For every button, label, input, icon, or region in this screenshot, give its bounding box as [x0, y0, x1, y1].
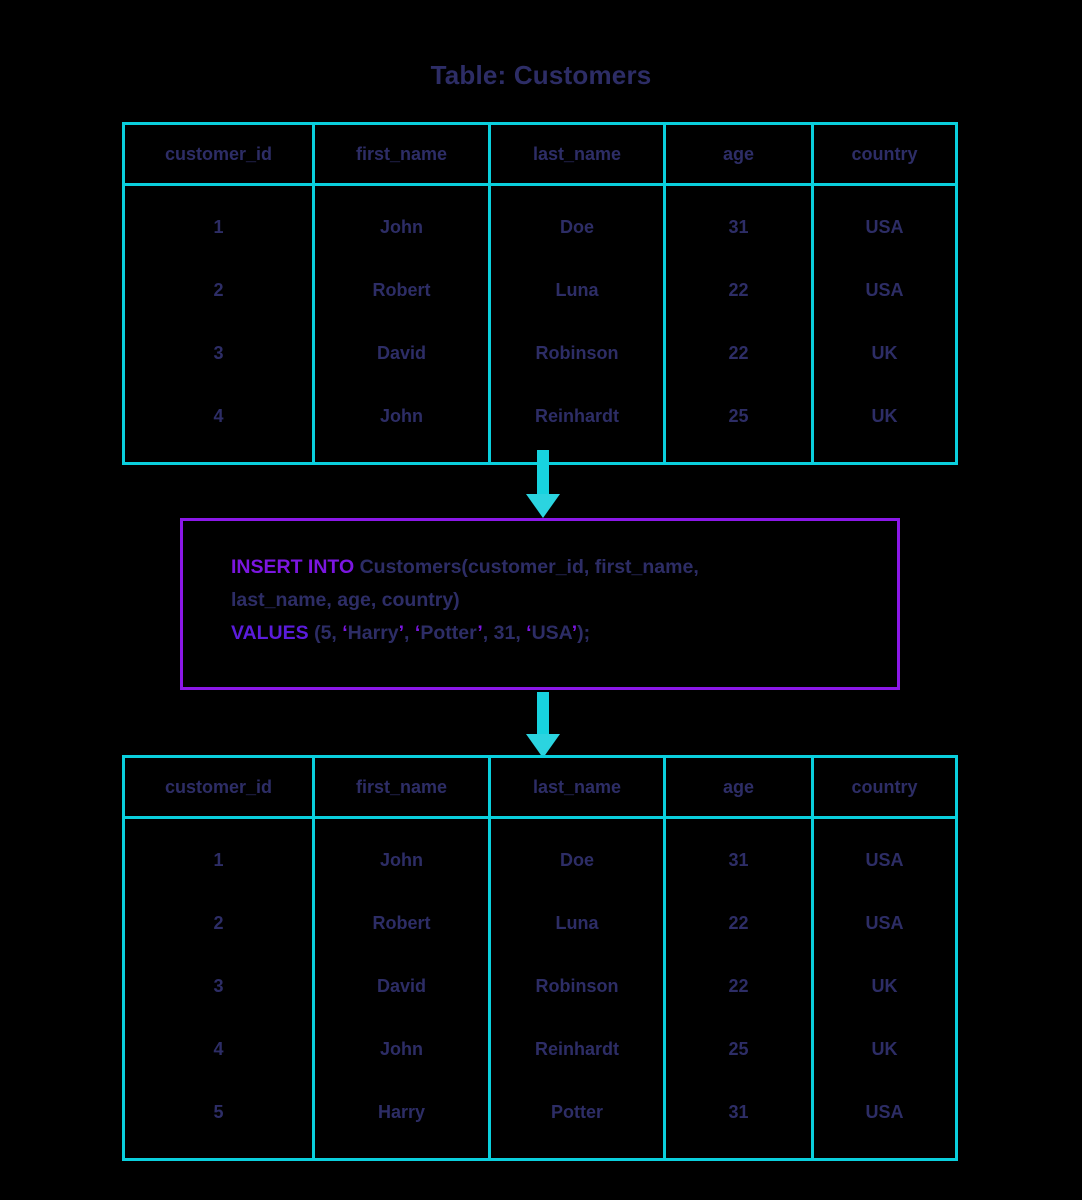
sql-quote-open-1: ‘: [342, 622, 348, 644]
table-cell: 25: [728, 406, 749, 426]
column-header-age: age: [666, 125, 814, 183]
table-cell: 22: [728, 976, 749, 996]
table-cell: 22: [728, 280, 749, 300]
table-cell: UK: [871, 976, 898, 996]
sql-quote-close-3: ’: [571, 622, 578, 644]
sql-statement-terminator: );: [577, 622, 591, 644]
table-cell: USA: [865, 913, 904, 933]
column-header-country: country: [851, 776, 918, 797]
table-column-country: USA USA UK UK: [814, 186, 955, 462]
table-cell: 1: [213, 850, 224, 870]
sql-statement-box: INSERT INTO Customers(customer_id, first…: [180, 518, 900, 690]
table-cell: 2: [213, 913, 224, 933]
table-cell: Potter: [550, 1102, 603, 1122]
table-cell: Reinhardt: [534, 406, 619, 426]
sql-keyword-insert-into: INSERT INTO: [231, 556, 355, 578]
table-cell: 31: [728, 850, 749, 870]
sql-keyword-values: VALUES: [231, 622, 309, 644]
table-cell: 22: [728, 913, 749, 933]
table-cell: UK: [871, 343, 898, 363]
table-cell: 1: [213, 217, 224, 237]
sql-line-1-rest: Customers(customer_id, first_name,: [354, 556, 699, 578]
table-cell: 4: [213, 406, 224, 426]
table-cell: 2: [213, 280, 224, 300]
table-cell: Robert: [372, 913, 431, 933]
table-cell: 3: [213, 976, 224, 996]
table-column-country: USA USA UK UK USA: [814, 819, 955, 1158]
table-cell: 3: [213, 343, 224, 363]
table-column-customer-id: 1 2 3 4: [125, 186, 315, 462]
table-cell: USA: [865, 1102, 904, 1122]
sql-value-last-name: Potter: [420, 622, 478, 644]
table-cell: USA: [865, 217, 904, 237]
table-cell: Doe: [559, 217, 594, 237]
table-cell: John: [380, 1039, 423, 1059]
column-header-last-name: last_name: [491, 758, 666, 816]
arrow-shaft: [537, 450, 549, 494]
table-cell: Harry: [377, 1102, 426, 1122]
table-column-age: 31 22 22 25 31: [666, 819, 814, 1158]
column-header-customer-id: customer_id: [125, 125, 315, 183]
arrow-head: [526, 734, 560, 758]
sql-quote-open-2: ‘: [414, 622, 421, 644]
sql-sep-1: ,: [404, 622, 415, 644]
column-header-country: country: [851, 143, 918, 164]
table-cell: Robinson: [535, 343, 619, 363]
table-cell: David: [376, 976, 427, 996]
table-cell: 31: [728, 217, 749, 237]
column-header-first-name: first_name: [315, 125, 491, 183]
table-cell: UK: [871, 1039, 898, 1059]
table-cell: USA: [865, 280, 904, 300]
table-cell: Luna: [555, 913, 599, 933]
sql-sep-2: , 31,: [482, 622, 527, 644]
table-cell: John: [380, 406, 423, 426]
sql-line-3: VALUES (5, ‘Harry’, ‘Potter’, 31, ‘USA’)…: [231, 617, 897, 650]
table-cell: Robinson: [535, 976, 619, 996]
column-header-last-name: last_name: [491, 125, 666, 183]
arrow-head: [526, 494, 560, 518]
table-cell: UK: [871, 406, 898, 426]
table-column-age: 31 22 22 25: [666, 186, 814, 462]
sql-line-1: INSERT INTO Customers(customer_id, first…: [231, 551, 897, 584]
table-cell: 22: [728, 343, 749, 363]
table-cell: Doe: [559, 850, 594, 870]
column-header-age: age: [666, 758, 814, 816]
table-cell: John: [380, 850, 423, 870]
arrow-shaft: [537, 692, 549, 734]
column-header-first-name: first_name: [315, 758, 491, 816]
table-cell: Robert: [372, 280, 431, 300]
table-cell: 31: [728, 1102, 749, 1122]
sql-quote-close-2: ’: [477, 622, 483, 644]
arrow-table-to-sql-icon: [526, 450, 560, 518]
table-cell: 25: [728, 1039, 749, 1059]
table-cell: Reinhardt: [534, 1039, 619, 1059]
table-cell: Luna: [555, 280, 599, 300]
sql-value-country: USA: [531, 622, 572, 644]
sql-values-open: (5,: [308, 622, 343, 644]
sql-quote-close-1: ’: [398, 622, 405, 644]
table-cell: 5: [213, 1102, 224, 1122]
sql-line-2: last_name, age, country): [231, 589, 460, 611]
table-cell: David: [376, 343, 427, 363]
sql-value-first-name: Harry: [347, 622, 399, 644]
page-title: Table: Customers: [430, 60, 652, 90]
arrow-sql-to-table-icon: [526, 692, 560, 758]
table-column-customer-id: 1 2 3 4 5: [125, 819, 315, 1158]
column-header-customer-id: customer_id: [125, 758, 315, 816]
table-cell: 4: [213, 1039, 224, 1059]
table-cell: USA: [865, 850, 904, 870]
table-cell: John: [380, 217, 423, 237]
sql-quote-open-3: ‘: [526, 622, 532, 644]
